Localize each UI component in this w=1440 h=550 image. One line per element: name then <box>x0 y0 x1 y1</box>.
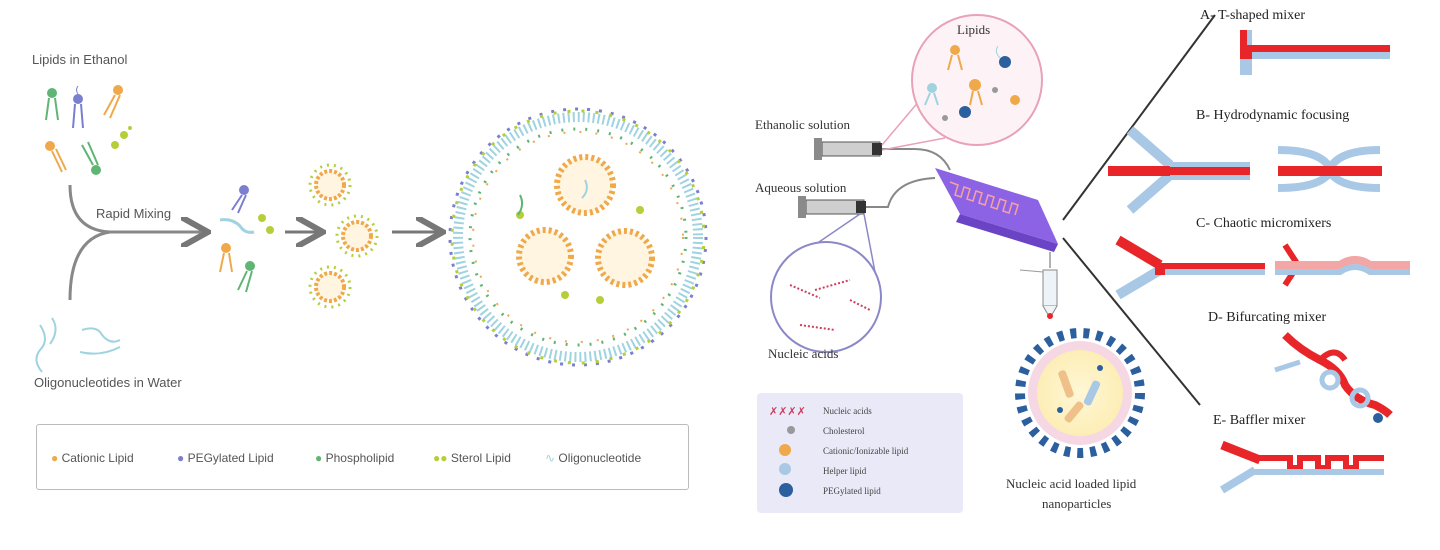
mixer-label-c: C- Chaotic micromixers <box>1196 216 1332 231</box>
cationic-lipid-icon <box>779 444 791 456</box>
lipids-zoom-circle <box>881 14 1043 151</box>
mixer-label-e: E- Baffler mixer <box>1213 413 1306 428</box>
sterol-lipid-icon: ●● <box>433 451 448 465</box>
legend-sterol-lipid: ●● Sterol Lipid <box>433 451 511 465</box>
micelle-1 <box>308 163 352 207</box>
mixer-label-a: A- T-shaped mixer <box>1200 8 1305 23</box>
aqueous-solution-label: Aqueous solution <box>755 180 847 195</box>
phospholipid-icon-2 <box>81 141 101 175</box>
cationic-lipid-icon-2 <box>45 141 67 173</box>
chaotic-micromixer-icon <box>1115 235 1410 300</box>
aqueous-syringe <box>798 177 936 218</box>
lipids-in-ethanol-label: Lipids in Ethanol <box>32 52 128 67</box>
bifurcating-mixer-icon <box>1274 332 1393 423</box>
phospholipid-icon <box>45 88 59 121</box>
legend-label: PEGylated Lipid <box>187 451 274 465</box>
nucleic-acid-icon: ✗✗✗✗ <box>769 406 806 418</box>
legend-cationic-lipid: ● Cationic Lipid <box>51 451 134 465</box>
helper-lipid-icon <box>779 463 791 475</box>
product-label-line2: nanoparticles <box>1042 496 1112 511</box>
hydrodynamic-focusing-mixer-icon <box>1108 126 1382 214</box>
oligonucleotides-label: Oligonucleotides in Water <box>34 375 182 390</box>
nucleic-acids-label: Nucleic acids <box>768 346 839 361</box>
phospholipid-icon: ● <box>315 451 323 465</box>
legend-cholesterol: Cholesterol <box>823 426 865 436</box>
pegylated-lipid-icon: ● <box>177 451 185 465</box>
sterol-lipid-icon <box>111 126 132 149</box>
legend-phospholipid: ● Phospholipid <box>315 451 394 465</box>
mixed-components <box>219 185 320 293</box>
legend-cationic-lipid: Cationic/Ionizable lipid <box>823 446 909 456</box>
mixer-label-d: D- Bifurcating mixer <box>1208 310 1327 325</box>
nucleic-acids-zoom-circle <box>770 213 882 353</box>
cholesterol-icon <box>787 426 795 434</box>
baffler-mixer-icon <box>1219 440 1384 494</box>
rapid-mixing-label: Rapid Mixing <box>96 206 172 221</box>
mixer-connector-lines <box>1062 14 1216 406</box>
cationic-lipid-icon: ● <box>51 451 59 465</box>
mixer-label-b: B- Hydrodynamic focusing <box>1196 108 1350 123</box>
micelle-2 <box>335 214 379 258</box>
legend-pegylated-lipid: PEGylated lipid <box>823 486 881 496</box>
legend-helper-lipid: Helper lipid <box>823 466 867 476</box>
left-legend: ● Cationic Lipid ● PEGylated Lipid ● Pho… <box>36 424 689 490</box>
legend-label: Phospholipid <box>325 451 395 465</box>
cationic-lipid-icon <box>103 85 123 119</box>
ethanolic-syringe <box>814 138 951 171</box>
small-micelles <box>308 163 440 309</box>
legend-label: Cationic Lipid <box>61 451 134 465</box>
microfluidic-chip <box>935 168 1058 268</box>
ethanolic-solution-label: Ethanolic solution <box>755 117 850 132</box>
collection-tube <box>1019 269 1058 319</box>
mixing-junction <box>68 184 205 301</box>
t-shaped-mixer-icon <box>1240 30 1390 75</box>
product-lipid-nanoparticle <box>1015 328 1145 458</box>
legend-oligonucleotide: ∿ Oligonucleotide <box>545 451 641 465</box>
legend-label: Oligonucleotide <box>558 451 642 465</box>
left-lipid-icons <box>45 85 132 175</box>
oligonucleotide-icon: ∿ <box>545 451 556 465</box>
large-lipid-nanoparticle <box>448 107 708 367</box>
product-label-line1: Nucleic acid loaded lipid <box>1006 476 1137 491</box>
micelle-3 <box>308 265 352 309</box>
pegylated-lipid-icon <box>72 85 84 129</box>
legend-label: Sterol Lipid <box>450 451 511 465</box>
oligonucleotide-strands <box>35 317 121 373</box>
legend-pegylated-lipid: ● PEGylated Lipid <box>177 451 274 465</box>
lipids-label: Lipids <box>957 22 991 37</box>
legend-nucleic-acids: Nucleic acids <box>823 406 872 416</box>
pegylated-lipid-icon <box>779 483 793 497</box>
right-legend: ✗✗✗✗ Nucleic acids Cholesterol Cationic/… <box>757 393 963 513</box>
